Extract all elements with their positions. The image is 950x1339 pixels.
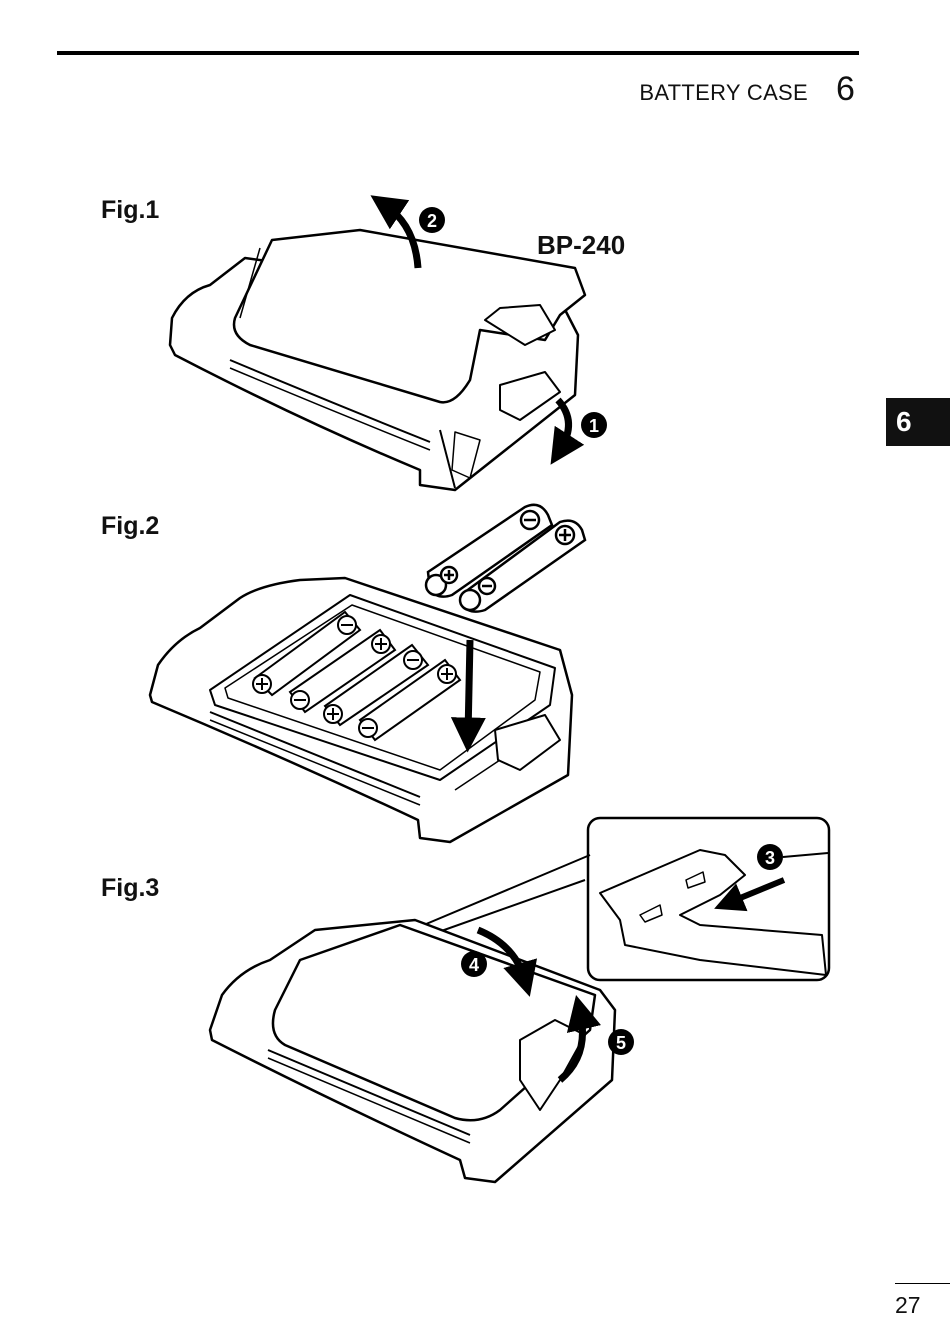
page-number: 27 — [895, 1292, 921, 1319]
fig3-battery-case-drawing — [210, 920, 615, 1182]
fig2-arrow-insert — [468, 640, 470, 735]
svg-text:2: 2 — [427, 211, 437, 231]
fig3-step-5-badge: 5 — [608, 1029, 634, 1055]
svg-text:5: 5 — [616, 1033, 626, 1053]
svg-text:1: 1 — [589, 416, 599, 436]
footer-rule — [895, 1283, 950, 1284]
fig3-inset-detail — [588, 818, 829, 980]
svg-text:3: 3 — [765, 848, 775, 868]
fig1-arrow-release-latch — [558, 400, 569, 450]
fig2-aaa-batteries — [426, 505, 585, 612]
svg-text:4: 4 — [469, 955, 479, 975]
fig1-battery-case-drawing — [170, 230, 585, 490]
fig1-step-1-badge: 1 — [581, 412, 607, 438]
fig3-step-4-badge: 4 — [461, 951, 487, 977]
fig3-step-3-badge: 3 — [757, 844, 783, 870]
fig1-step-2-badge: 2 — [419, 207, 445, 233]
fig3-callout-lines — [400, 855, 590, 935]
